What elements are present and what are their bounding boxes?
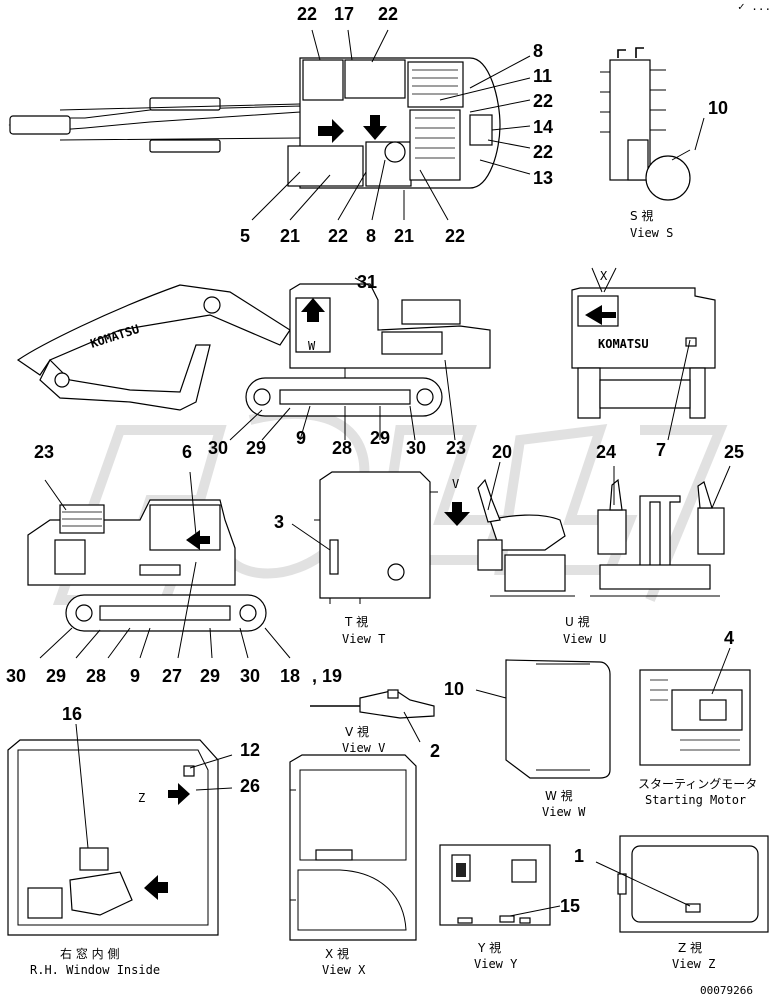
rh-window-drawing — [7, 723, 233, 936]
view-x-door-drawing — [289, 754, 417, 941]
top-view — [8, 29, 531, 221]
callout-30: 30 — [406, 438, 426, 458]
callout-22: 22 — [445, 226, 465, 246]
callout-8: 8 — [366, 226, 376, 246]
callout-2: 2 — [430, 741, 440, 761]
rear-three-quarter-view — [27, 471, 291, 659]
side-view: KOMATSU — [16, 277, 491, 441]
callout-13: 13 — [533, 168, 553, 188]
view-w-drawing — [475, 659, 611, 779]
callout-10: 10 — [444, 679, 464, 699]
callout-11: 11 — [533, 66, 552, 86]
callout-22: 22 — [297, 4, 317, 24]
callout-21: 21 — [394, 226, 414, 246]
callout-1: 1 — [574, 846, 584, 866]
callout-15: 15 — [560, 896, 580, 916]
callout-10: 10 — [708, 98, 728, 118]
callout-28: 28 — [86, 666, 106, 686]
view-v-caption-jp: V 視 — [345, 724, 369, 739]
view-y-drawing — [439, 844, 561, 926]
callout-27: 27 — [162, 666, 182, 686]
callout-6: 6 — [182, 442, 192, 462]
view-letter-z: Z — [138, 791, 145, 805]
view-letter-w: W — [308, 339, 316, 353]
callout-29: 29 — [370, 428, 390, 448]
corner-mark: ✓ .... — [738, 0, 772, 13]
callout-24: 24 — [596, 442, 616, 462]
starting-motor-drawing — [639, 647, 751, 766]
callout-22: 22 — [533, 91, 553, 111]
view-w-caption: View W — [542, 805, 586, 819]
callout-30: 30 — [6, 666, 26, 686]
view-z-drawing — [595, 835, 769, 933]
view-x-caption-jp: X 視 — [325, 946, 349, 961]
view-letter-v: V — [452, 477, 459, 491]
view-w-caption-jp: W 視 — [545, 788, 573, 803]
view-u-drawing — [444, 461, 731, 597]
callout-9: 9 — [130, 666, 140, 686]
callout-30: 30 — [208, 438, 228, 458]
callout-8: 8 — [533, 41, 543, 61]
rh-window-caption: R.H. Window Inside — [30, 963, 160, 977]
view-y-caption: View Y — [474, 957, 518, 971]
callout-22: 22 — [533, 142, 553, 162]
view-x-rear-drawing: KOMATSU — [571, 267, 716, 441]
starting-motor-caption-jp: スターティングモータ — [638, 777, 757, 791]
view-x-caption: View X — [322, 963, 366, 977]
callout-3: 3 — [274, 512, 284, 532]
view-z-caption: View Z — [672, 957, 715, 971]
callout-29: 29 — [46, 666, 66, 686]
callout-21: 21 — [280, 226, 300, 246]
callout-16: 16 — [62, 704, 82, 724]
callout-19: , 19 — [312, 666, 342, 686]
callout-23: 23 — [446, 438, 466, 458]
callout-23: 23 — [34, 442, 54, 462]
callout-29: 29 — [200, 666, 220, 686]
callout-17: 17 — [334, 4, 354, 24]
callout-5: 5 — [240, 226, 250, 246]
document-id: 00079266 — [700, 984, 753, 997]
callout-14: 14 — [533, 117, 553, 137]
callout-22: 22 — [328, 226, 348, 246]
callout-22: 22 — [378, 4, 398, 24]
view-s-caption: View S — [630, 226, 673, 240]
view-s-caption-jp: S 視 — [630, 208, 653, 223]
callout-9: 9 — [296, 428, 306, 448]
callout-31: 31 — [357, 272, 377, 292]
rh-window-caption-jp: 右 窓 内 側 — [60, 946, 119, 961]
view-s-drawing — [600, 47, 705, 201]
callout-7: 7 — [656, 440, 666, 460]
view-t-caption-jp: T 視 — [344, 614, 368, 629]
view-v-caption: View V — [342, 741, 385, 755]
starting-motor-caption: Starting Motor — [645, 793, 746, 807]
callout-29: 29 — [246, 438, 266, 458]
callout-20: 20 — [492, 442, 512, 462]
callout-28: 28 — [332, 438, 352, 458]
view-v-drawing — [310, 689, 435, 743]
callout-12: 12 — [240, 740, 260, 760]
view-letter-x: X — [600, 269, 608, 283]
view-t-drawing — [291, 471, 438, 604]
callout-30: 30 — [240, 666, 260, 686]
view-y-caption-jp: Y 視 — [477, 940, 501, 955]
view-u-caption-jp: U 視 — [565, 614, 590, 629]
view-z-caption-jp: Z 視 — [678, 940, 702, 955]
callout-26: 26 — [240, 776, 260, 796]
view-t-caption: View T — [342, 632, 385, 646]
view-u-caption: View U — [563, 632, 606, 646]
callout-4: 4 — [724, 628, 734, 648]
callout-25: 25 — [724, 442, 744, 462]
rear-logo: KOMATSU — [598, 337, 649, 351]
callout-18: 18 — [280, 666, 300, 686]
